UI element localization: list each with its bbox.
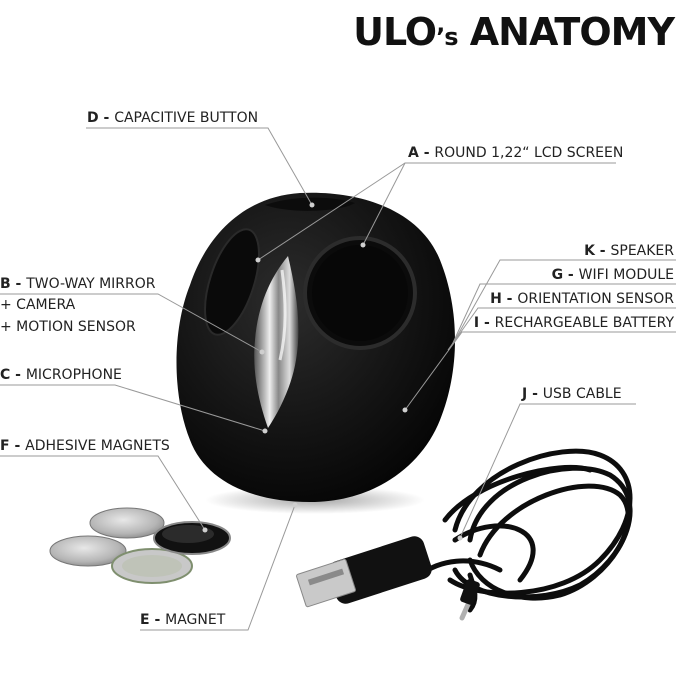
label-i-text: RECHARGEABLE BATTERY	[494, 315, 674, 331]
dot-a1	[255, 257, 261, 263]
label-h-letter: H	[490, 291, 502, 307]
label-i-sep: -	[479, 315, 495, 331]
label-g: G - WIFI MODULE	[552, 266, 674, 284]
label-f-letter: F	[0, 438, 10, 454]
dot-a2	[360, 242, 366, 248]
leader-dots	[202, 202, 463, 541]
label-a-sep: -	[418, 145, 435, 161]
label-f-sep: -	[9, 438, 26, 454]
leader-lines	[0, 127, 676, 631]
leader-c	[0, 384, 266, 432]
label-j-text: USB CABLE	[542, 386, 622, 402]
magnet-disc-dark-sheen	[162, 525, 214, 543]
label-i-letter: I	[473, 315, 480, 331]
leader-i	[404, 331, 676, 411]
label-e-sep: -	[149, 612, 166, 628]
page-title: ULO’s ANATOMY	[353, 10, 675, 54]
label-h: H - ORIENTATION SENSOR	[490, 290, 674, 308]
label-b-sep: -	[10, 276, 27, 292]
label-c-sep: -	[10, 367, 26, 383]
usb-cable	[417, 448, 633, 613]
dot-d	[309, 202, 315, 208]
label-j-letter: J	[522, 386, 528, 402]
label-e-text: MAGNET	[165, 612, 226, 628]
label-b: B - TWO-WAY MIRROR	[0, 275, 156, 293]
leader-g	[451, 283, 676, 346]
label-g-text: WIFI MODULE	[578, 267, 674, 283]
label-a: A - ROUND 1,22“ LCD SCREEN	[408, 144, 623, 162]
label-b-line3: + MOTION SENSOR	[0, 319, 136, 335]
title-suffix: ’s	[436, 23, 458, 51]
label-d-text: CAPACITIVE BUTTON	[114, 110, 259, 126]
usb-plug	[296, 536, 432, 608]
label-b-text: TWO-WAY MIRROR	[26, 276, 156, 292]
label-e: E - MAGNET	[140, 611, 225, 629]
leader-e	[140, 504, 296, 631]
dot-e	[292, 502, 298, 508]
title-rest: ANATOMY	[469, 10, 675, 54]
leader-a2	[362, 162, 406, 246]
label-f: F - ADHESIVE MAGNETS	[0, 437, 170, 455]
label-k: K - SPEAKER	[584, 242, 674, 260]
label-c-text: MICROPHONE	[25, 367, 122, 383]
label-h-sep: -	[501, 291, 518, 307]
dot-b	[259, 349, 265, 355]
magnet-disc-2	[89, 507, 165, 539]
label-c-letter: C	[0, 367, 11, 383]
label-j-sep: -	[527, 386, 543, 402]
lcd-screen-glass	[312, 245, 408, 341]
leader-d	[86, 127, 313, 206]
leader-j	[459, 403, 636, 539]
leader-f	[0, 455, 206, 531]
ulo-body	[176, 192, 455, 502]
dc-plug	[460, 579, 480, 605]
label-a-letter: A	[408, 145, 419, 161]
dot-i	[402, 407, 408, 413]
label-h-text: ORIENTATION SENSOR	[517, 291, 674, 307]
dot-j	[457, 535, 463, 541]
left-eye-mirror	[204, 228, 260, 336]
dot-f	[202, 527, 208, 533]
label-k-letter: K	[584, 243, 595, 259]
label-a-text: ROUND 1,22“ LCD SCREEN	[434, 145, 624, 161]
label-k-sep: -	[594, 243, 611, 259]
label-d-letter: D	[87, 110, 99, 126]
beak-highlight	[278, 269, 287, 361]
magnet-disc-1	[49, 535, 127, 567]
label-b-letter: B	[0, 276, 11, 292]
leader-b	[0, 293, 263, 353]
label-e-letter: E	[140, 612, 150, 628]
label-d-sep: -	[98, 110, 115, 126]
label-b-line2: + CAMERA	[0, 297, 76, 313]
leader-k	[454, 259, 676, 341]
label-g-sep: -	[563, 267, 579, 283]
label-f-text: ADHESIVE MAGNETS	[25, 438, 170, 454]
label-c: C - MICROPHONE	[0, 366, 122, 384]
dot-c	[262, 428, 268, 434]
label-d: D - CAPACITIVE BUTTON	[87, 109, 258, 127]
leader-h	[447, 307, 676, 351]
chrome-beak	[254, 256, 299, 428]
label-i: I - RECHARGEABLE BATTERY	[474, 314, 674, 332]
adhesive-pad	[122, 555, 182, 577]
title-main: ULO	[353, 10, 437, 54]
label-k-text: SPEAKER	[610, 243, 674, 259]
label-g-letter: G	[551, 267, 564, 283]
label-j: J - USB CABLE	[522, 385, 622, 403]
